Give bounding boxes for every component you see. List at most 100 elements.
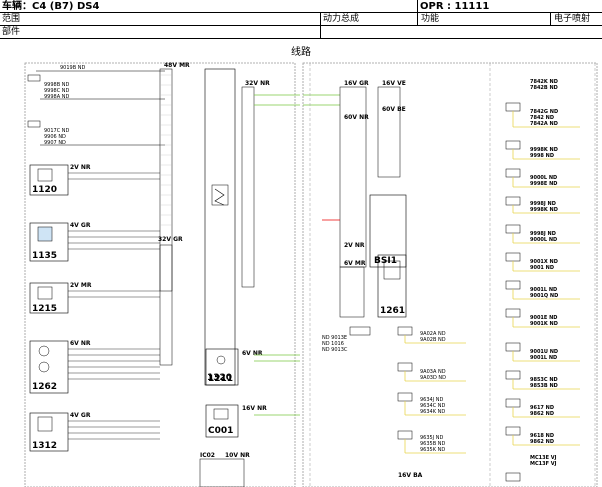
wl-r1: 7842B ND: [530, 85, 558, 91]
wl-r6: 9998 ND: [530, 153, 554, 159]
wl-r5: 9998K ND: [530, 147, 558, 153]
wl-m3: 9A02A ND: [420, 331, 446, 337]
wl-r27: MC13E VJ: [530, 455, 557, 461]
wl-r2: 7842G ND: [530, 109, 558, 115]
wl-r26: 9862 ND: [530, 439, 554, 445]
component-1120: 1120 2V NR: [29, 164, 91, 196]
conn-32v-gr: 32V GR: [158, 236, 183, 243]
wl-l3: 9998A ND: [44, 94, 69, 100]
wl-m11: 9635B ND: [420, 441, 445, 447]
label-C001: C001: [208, 426, 233, 436]
conn-ic02: IC02: [200, 452, 215, 459]
conn-2v-mr: 2V MR: [70, 282, 92, 289]
wl-m5: 9A03A ND: [420, 369, 446, 375]
wl-l5: 9906 ND: [44, 134, 66, 140]
wl-m4: 9A02B ND: [420, 337, 446, 343]
wl-r17: 9001E ND: [530, 315, 557, 321]
label-1312: 1312: [32, 441, 57, 451]
yellow-wires-right: [512, 111, 580, 446]
section-title: 线路: [291, 47, 311, 58]
conn-48v-mr: 48V MR: [164, 62, 190, 69]
component-BSI1: BSI1: [369, 194, 407, 268]
conn-16v-ve: 16V VE: [382, 80, 406, 87]
wl-r7: 9000L ND: [530, 175, 557, 181]
wl-r25: 9618 ND: [530, 433, 554, 439]
conn-60v-be: 60V BE: [382, 106, 406, 113]
conn-2v-nr-b: 2V NR: [344, 242, 365, 249]
scope-label: 范围: [2, 14, 21, 24]
component-1215: 1215 2V MR: [29, 282, 92, 314]
wl-r10: 9998K ND: [530, 207, 558, 213]
component-1211: 1211 6V NR: [205, 348, 263, 386]
wl-r3: 7842 ND: [530, 115, 554, 121]
component-1262: 1262 6V NR: [29, 340, 91, 394]
right-small-boxes: [505, 102, 521, 482]
wl-r18: 9001K ND: [530, 321, 558, 327]
header-row-vehicle: 车辆：C4 (B7) DS4 OPR : 11111: [0, 0, 602, 13]
wl-l1: 9998B ND: [44, 82, 69, 88]
wl-m12: 9635K ND: [420, 447, 445, 453]
left-frame: [24, 62, 296, 487]
wl-m6: 9A03D ND: [420, 375, 446, 381]
component-1320: 1320: [204, 68, 236, 386]
wl-m1: ND 1016: [322, 341, 344, 347]
conn-10v-nr: 10V NR: [225, 452, 250, 459]
wl-l0: 9019B ND: [60, 65, 85, 71]
wl-r4: 7842A ND: [530, 121, 558, 127]
wl-r0: 7842K ND: [530, 79, 558, 85]
wl-r24: 9862 ND: [530, 411, 554, 417]
label-1262: 1262: [32, 382, 57, 392]
wl-m8: 9634C ND: [420, 403, 446, 409]
component-1135: 1135 4V GR: [29, 222, 91, 262]
wl-r21: 9853C ND: [530, 377, 558, 383]
conn-6v-nr-a: 6V NR: [70, 340, 91, 347]
conn-60v-nr: 60V NR: [344, 114, 369, 121]
opr-label: OPR : 11111: [420, 1, 490, 12]
mid-wire-labels: ND 9013E ND 1016 ND 9013C 9A02A ND 9A02B…: [322, 331, 446, 453]
wl-r16: 9001Q ND: [530, 293, 558, 299]
conn-6v-nr-b: 6V NR: [242, 350, 263, 357]
wl-r9: 9998J ND: [530, 201, 556, 207]
yellow-wires-mid: [404, 335, 466, 454]
wl-r23: 9617 ND: [530, 405, 554, 411]
wl-r12: 9000L ND: [530, 237, 557, 243]
header-row-scope: 范围 动力总成 功能 电子喷射: [0, 13, 602, 26]
wiring-diagram: 9019B ND 9998B ND 9998C ND 9998A ND 9017…: [24, 62, 598, 487]
left-wires: [68, 172, 160, 440]
component-1312: 1312 4V GR: [29, 412, 91, 452]
left-wire-labels: 9019B ND 9998B ND 9998C ND 9998A ND 9017…: [44, 65, 85, 146]
wl-r20: 9001L ND: [530, 355, 557, 361]
conn-16v-ba: 16V BA: [398, 472, 423, 479]
wl-m7: 9634J ND: [420, 397, 444, 403]
component-1261: 1261: [377, 254, 407, 318]
function-label: 功能: [421, 14, 440, 24]
scope-value: 动力总成: [323, 14, 360, 24]
wl-r28: MC13F VJ: [530, 461, 557, 467]
conn-6v-mr: 6V MR: [344, 260, 366, 267]
wl-l6: 9907 ND: [44, 140, 66, 146]
conn-16v-gr: 16V GR: [344, 80, 369, 87]
header-row-part: 部件: [0, 26, 602, 39]
conn-16v-nr: 16V NR: [242, 405, 267, 412]
label-1261: 1261: [380, 306, 405, 316]
label-1211: 1211: [208, 374, 233, 384]
label-1135: 1135: [32, 251, 57, 261]
wl-l2: 9998C ND: [44, 88, 70, 94]
wl-r19: 9001U ND: [530, 349, 558, 355]
conn-4v-gr-b: 4V GR: [70, 412, 91, 419]
wl-m9: 9634K ND: [420, 409, 445, 415]
right-wire-labels: 7842K ND 7842B ND 7842G ND 7842 ND 7842A…: [530, 79, 558, 467]
wl-m10: 9635J ND: [420, 435, 444, 441]
wl-r8: 9998E ND: [530, 181, 557, 187]
label-1215: 1215: [32, 304, 57, 314]
wl-r14: 9001 ND: [530, 265, 554, 271]
wl-r13: 9001X ND: [530, 259, 558, 265]
conn-2v-nr-a: 2V NR: [70, 164, 91, 171]
label-1320: 1320: [207, 373, 232, 383]
wl-l4: 9017C ND: [44, 128, 70, 134]
green-wires: [254, 94, 300, 416]
wl-r22: 9853B ND: [530, 383, 558, 389]
wl-m0: ND 9013E: [322, 335, 347, 341]
vehicle-label: 车辆：C4 (B7) DS4: [2, 1, 100, 12]
wl-m2: ND 9013C: [322, 347, 348, 353]
